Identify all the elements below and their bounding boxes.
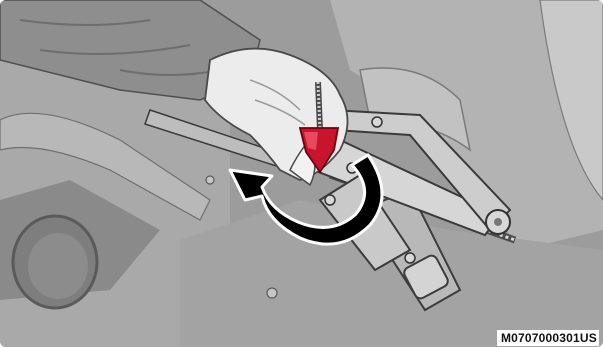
floor-bolt (267, 288, 277, 298)
jack-pivot-center (494, 218, 502, 226)
floor-bolt (206, 176, 214, 184)
jack-pivot (325, 195, 335, 205)
floor-hole-inner (28, 233, 88, 299)
figure-id-label: M0707000301US (497, 330, 599, 346)
jack-pivot (372, 117, 382, 127)
jack-pivot (405, 253, 415, 263)
